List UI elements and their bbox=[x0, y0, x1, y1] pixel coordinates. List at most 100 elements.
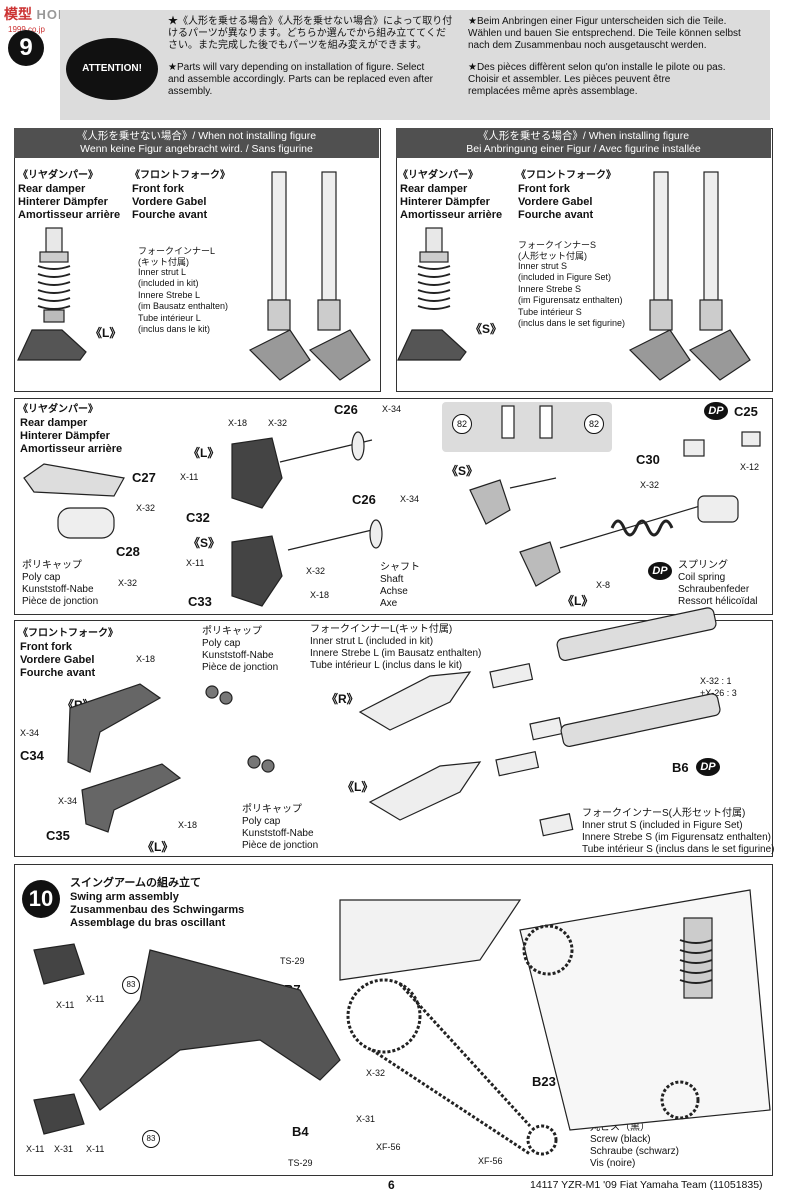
dp-badge: DP bbox=[648, 562, 672, 580]
part-c30: C30 bbox=[636, 452, 660, 467]
screw-x8: X-8 bbox=[596, 580, 611, 590]
label-de: Vordere Gabel bbox=[518, 196, 593, 208]
polycap-en: Poly cap bbox=[202, 638, 241, 649]
size-value: 82 bbox=[588, 419, 599, 429]
part-b23: B23 bbox=[532, 1074, 556, 1089]
innerS-de: Innere Strebe S (im Figurensatz enthalte… bbox=[582, 832, 771, 843]
title-de: Zusammenbau des Schwingarms bbox=[70, 904, 245, 916]
innerS-fr: Tube intérieur S (inclus dans le set fig… bbox=[582, 844, 775, 855]
tag-s2: 《S》 bbox=[446, 464, 479, 478]
attention-label: ATTENTION! bbox=[82, 63, 142, 74]
shaft-jp: シャフト bbox=[380, 562, 420, 573]
note-line: ★Des pièces diffèrent selon qu'on instal… bbox=[468, 62, 726, 73]
label-en: Front fork bbox=[132, 183, 184, 195]
note-line: Choisir et assembler. Les pièces peuvent… bbox=[468, 74, 671, 85]
panel-damper-assembly bbox=[14, 398, 773, 615]
inner-line: (included in Figure Set) bbox=[518, 272, 612, 282]
note-line: さい。また完成した後でもパーツを組み変えができます。 bbox=[168, 40, 427, 51]
screw-x18: X-18 bbox=[310, 590, 330, 600]
note-line: ★Parts will vary depending on installati… bbox=[168, 62, 425, 73]
label-en: Front fork bbox=[518, 183, 570, 195]
size-value: 82 bbox=[456, 419, 467, 429]
size-value: 83 bbox=[126, 980, 136, 989]
label-de: Hinterer Dämpfer bbox=[400, 196, 490, 208]
shaft-en: Shaft bbox=[380, 574, 404, 585]
spring-en: Coil spring bbox=[678, 572, 726, 583]
inner-line: Tube intérieur L bbox=[138, 313, 201, 323]
innerL-jp: フォークインナーL(キット付属) bbox=[310, 624, 453, 635]
title-jp: スイングアームの組み立て bbox=[70, 877, 202, 889]
note-line: and assemble accordingly. Parts can be r… bbox=[168, 74, 433, 85]
screw-ts29: TS-29 bbox=[288, 1158, 313, 1168]
screw-x32: X-32 bbox=[136, 503, 156, 513]
label-fr: Amortisseur arrière bbox=[400, 209, 503, 221]
with-figure-tag: 《S》 bbox=[470, 322, 503, 336]
inner-line: Tube intérieur S bbox=[518, 307, 582, 317]
note-line: ★《人形を乗せる場合》《人形を乗せない場合》によって取り付 bbox=[168, 16, 453, 27]
spring-fr: Ressort hélicoïdal bbox=[678, 596, 758, 607]
screw-x11: X-11 bbox=[56, 1000, 75, 1010]
tag-s: 《S》 bbox=[188, 536, 221, 550]
inner-line: フォークインナーS bbox=[518, 240, 597, 250]
screw-x32: X-32 : 1 bbox=[700, 676, 732, 686]
screw-x31: X-31 bbox=[356, 1114, 376, 1124]
label-jp: 《リヤダンパー》 bbox=[18, 170, 98, 181]
polycap-de: Kunststoff-Nabe bbox=[202, 650, 274, 661]
watermark-url: 1999.co.jp bbox=[8, 24, 45, 35]
label-fr: Amortisseur arrière bbox=[18, 209, 121, 221]
title-en: Swing arm assembly bbox=[70, 891, 179, 903]
note-line: ★Beim Anbringen einer Figur unterscheide… bbox=[468, 16, 727, 27]
innerS-jp: フォークインナーS(人形セット付属) bbox=[582, 808, 746, 819]
note-line: assembly. bbox=[168, 86, 213, 97]
screw-x32: X-32 bbox=[366, 1068, 386, 1078]
screw-x12: X-12 bbox=[740, 462, 760, 472]
panel-with-figure-header: 《人形を乗せる場合》/ When installing figure Bei A… bbox=[396, 128, 771, 158]
inner-line: (im Figurensatz enthalten) bbox=[518, 295, 623, 305]
label-jp: 《フロントフォーク》 bbox=[18, 628, 118, 639]
panel-no-figure bbox=[14, 128, 381, 392]
innerL-en: Inner strut L (included in kit) bbox=[310, 636, 434, 647]
panel-step10 bbox=[14, 864, 773, 1176]
tag-l2: 《L》 bbox=[342, 780, 374, 794]
watermark-prefix: 模型 bbox=[4, 6, 32, 22]
screw-x11: X-11 bbox=[180, 472, 199, 482]
innerL-de: Innere Strebe L (im Bausatz enthalten) bbox=[310, 648, 482, 659]
polycap-jp: ポリキャップ bbox=[242, 804, 302, 815]
part-b6: B6 bbox=[672, 760, 689, 775]
header-line-1: 《人形を乗せる場合》/ When installing figure bbox=[477, 130, 690, 142]
spring-de: Schraubenfeder bbox=[678, 584, 750, 595]
note-size: 1.2×4mm bbox=[590, 1110, 632, 1121]
polycap-fr: Pièce de jonction bbox=[22, 596, 99, 607]
polycap-de: Kunststoff-Nabe bbox=[242, 828, 314, 839]
panel-no-figure-header: 《人形を乗せない場合》/ When not installing figure … bbox=[14, 128, 379, 158]
screw-x18: X-18 bbox=[228, 418, 248, 428]
note-fr: Vis (noire) bbox=[590, 1158, 636, 1169]
label-en: Rear damper bbox=[400, 183, 468, 195]
note-line: nach dem Zusammenbau noch ausgetauscht w… bbox=[468, 40, 707, 51]
note-line: けるパーツが異なります。どちらか選んでから組み立ててくだ bbox=[168, 28, 446, 39]
size-value: 83 bbox=[146, 1134, 156, 1143]
title-fr: Assemblage du bras oscillant bbox=[70, 917, 226, 929]
screw-x26: +X-26 : 3 bbox=[700, 688, 737, 698]
shaft-de: Achse bbox=[380, 586, 408, 597]
header-line-2: Wenn keine Figur angebracht wird. / Sans… bbox=[80, 143, 313, 155]
screw-x32: X-32 bbox=[268, 418, 288, 428]
screw-x34: X-34 bbox=[20, 728, 40, 738]
screw-x11: X-11 bbox=[186, 558, 205, 568]
size-82-left: 82 bbox=[452, 414, 472, 434]
shaft-fr: Axe bbox=[380, 598, 398, 609]
label-de: Vordere Gabel bbox=[20, 654, 95, 666]
part-c34: C34 bbox=[20, 748, 44, 763]
screw-x31: X-31 bbox=[54, 1144, 74, 1154]
screw-x18: X-18 bbox=[136, 654, 156, 664]
part-c33: C33 bbox=[188, 594, 212, 609]
part-c35: C35 bbox=[46, 828, 70, 843]
size-82-right: 82 bbox=[584, 414, 604, 434]
tag-r: 《R》 bbox=[62, 698, 95, 712]
step9-number-badge: 9 bbox=[8, 30, 44, 66]
screw-xf56: XF-56 bbox=[478, 1156, 503, 1166]
innerL-fr: Tube intérieur L (inclus dans le kit) bbox=[310, 660, 463, 671]
polycap-fr: Pièce de jonction bbox=[202, 662, 279, 673]
screw-x32: X-32 bbox=[640, 480, 660, 490]
size-83-bottom: 83 bbox=[142, 1130, 160, 1148]
